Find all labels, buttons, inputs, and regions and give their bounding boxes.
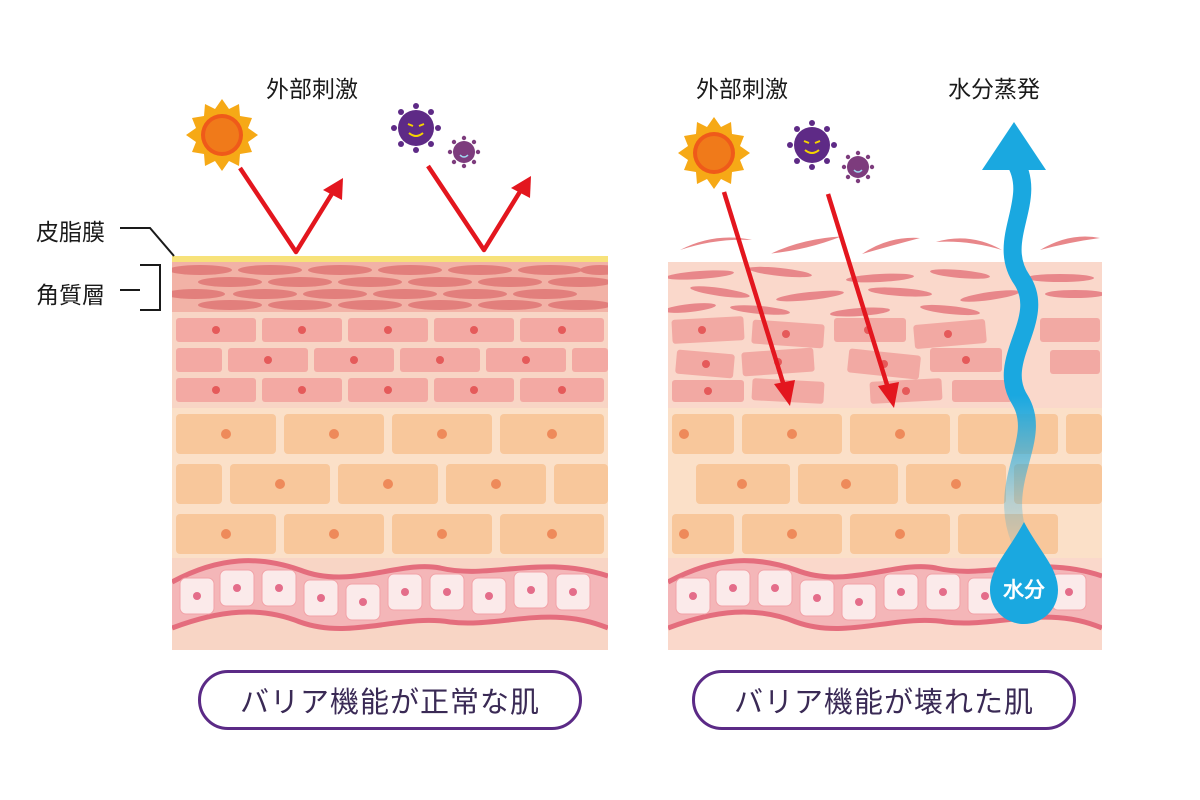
peeling-flakes <box>680 236 1100 254</box>
left-stratum-corneum <box>172 262 608 312</box>
water-evaporation-arrow <box>982 122 1046 549</box>
left-label-leaders <box>120 227 175 311</box>
right-stratum-corneum <box>668 266 1102 317</box>
left-pink-cells <box>176 318 608 402</box>
left-external-stimulus-label: 外部刺激 <box>266 77 358 103</box>
germ-icon <box>787 120 837 170</box>
left-caption: バリア機能が正常な肌 <box>198 670 582 730</box>
penetrating-arrows <box>721 191 891 389</box>
sun-icon <box>678 117 750 189</box>
sun-icon <box>186 99 258 171</box>
right-pink-cells <box>671 316 1100 404</box>
sebum-label: 皮脂膜 <box>36 220 105 246</box>
stratum-corneum-label: 角質層 <box>36 283 105 309</box>
reflected-arrows <box>238 164 523 255</box>
left-basal-layer <box>172 558 608 631</box>
evaporation-label: 水分蒸発 <box>948 77 1040 103</box>
sebum-film <box>172 256 608 262</box>
moisture-label: 水分 <box>1003 578 1045 602</box>
germ-icon <box>391 103 441 153</box>
right-external-stimulus-label: 外部刺激 <box>696 77 788 103</box>
germ-icon <box>447 135 481 169</box>
water-drop-icon <box>990 522 1058 624</box>
left-skin-cross-section <box>172 258 608 650</box>
right-caption: バリア機能が壊れた肌 <box>692 670 1076 730</box>
germ-icon <box>841 150 875 184</box>
